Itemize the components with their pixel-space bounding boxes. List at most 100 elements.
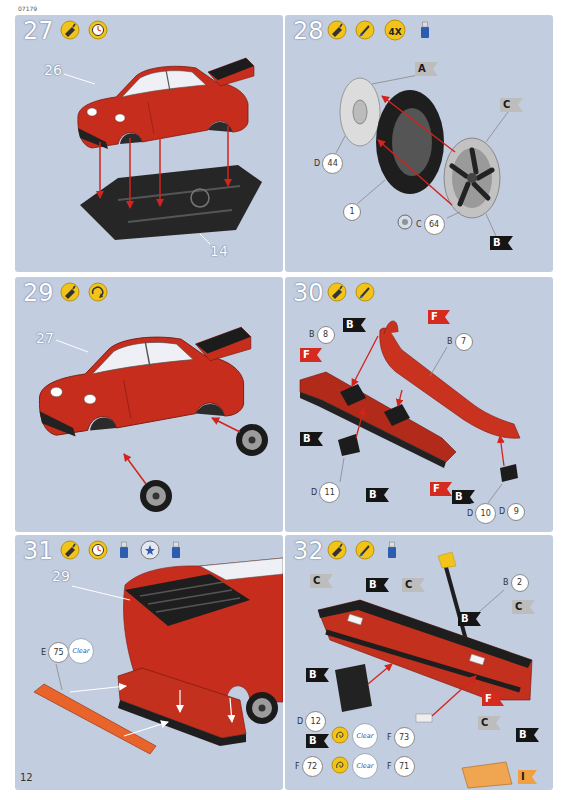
part-number: F71 (386, 756, 416, 777)
part-circle: 72 (302, 756, 323, 777)
tree-letter: F (295, 762, 300, 772)
flag-shape (518, 770, 537, 784)
part-circle: 8 (317, 326, 335, 344)
part-tree-flag: B (343, 318, 366, 332)
part-number: B8 (308, 326, 336, 344)
part-circle: 44 (322, 153, 343, 174)
tree-letter: D (311, 488, 317, 498)
part-tree-flag: B (366, 578, 389, 592)
flag-shape (478, 716, 501, 730)
part-tree-flag: B (306, 668, 329, 682)
part-tree-flag: C (478, 716, 501, 730)
tree-letter: B (490, 236, 513, 250)
flag-shape (518, 770, 537, 784)
flag-shape (306, 734, 329, 748)
flag-shape (300, 432, 323, 446)
part-tree-flag: C (402, 578, 425, 592)
flag-shape (490, 236, 513, 250)
part-number: D12 (296, 711, 327, 732)
flag-shape (366, 578, 389, 592)
part-circle: 1 (343, 203, 361, 221)
part-tree-flag: F (430, 482, 452, 496)
tree-letter: B (366, 578, 389, 592)
tree-letter: B (516, 728, 539, 742)
part-number: F72 (294, 756, 324, 777)
tree-letter: B (452, 490, 475, 504)
part-number: D9 (498, 503, 526, 521)
part-tree-flag: A (415, 62, 438, 76)
tree-letter: F (428, 310, 450, 324)
flag-shape (402, 578, 425, 592)
part-tree-flag: C (512, 600, 535, 614)
tree-letter: F (387, 733, 392, 743)
tree-letter: F (300, 348, 322, 362)
flag-shape (512, 600, 535, 614)
part-circle: 10 (475, 503, 496, 524)
tree-letter: B (309, 330, 315, 340)
tree-letter: C (402, 578, 425, 592)
part-tree-flag: B (306, 734, 329, 748)
part-number: B7 (446, 333, 474, 351)
part-number: D10 (466, 503, 497, 524)
step-panel: 30B8BFFB7BD11BFBD10D9 (285, 277, 553, 532)
part-tree-flag: F (482, 692, 504, 706)
flag-shape (516, 728, 539, 742)
part-number: 1 (342, 203, 362, 221)
part-tree-flag: C (310, 574, 333, 588)
flag-shape (452, 490, 475, 504)
flag-shape (310, 574, 333, 588)
tree-letter: B (306, 734, 329, 748)
clear-circle: Clear (352, 723, 378, 749)
callout-number: 07179 (18, 5, 37, 12)
tree-letter: C (500, 98, 523, 112)
tree-letter: E (41, 648, 46, 658)
part-number: E75 (40, 642, 70, 663)
tree-letter: C (512, 600, 535, 614)
tree-letter: B (300, 432, 323, 446)
part-tree-flag: B (458, 612, 481, 626)
part-tree-flag: B (366, 488, 389, 502)
tree-letter: C (310, 574, 333, 588)
part-number: D11 (310, 482, 341, 503)
part-circle: 12 (305, 711, 326, 732)
flag-shape (500, 98, 523, 112)
callout-number: 29 (52, 568, 70, 584)
step-panel: 29 (15, 277, 283, 532)
tree-letter: B (503, 578, 509, 588)
part-tree-flag: B (516, 728, 539, 742)
tree-letter: C (478, 716, 501, 730)
callout-number: 14 (210, 243, 228, 259)
clear-circle: Clear (68, 638, 94, 664)
tree-letter: D (297, 717, 303, 727)
step-number: 31 (15, 535, 62, 567)
callout-number: 26 (44, 62, 62, 78)
flag-shape (306, 668, 329, 682)
flag-shape (428, 310, 450, 324)
flag-shape (482, 692, 504, 706)
part-tree-flag: I (518, 770, 537, 784)
tree-letter: I (518, 770, 537, 784)
tree-letter: C (416, 220, 422, 230)
part-number: C64 (415, 214, 446, 235)
step-art (15, 277, 283, 532)
flag-shape (366, 488, 389, 502)
part-tree-flag: F (428, 310, 450, 324)
part-tree-flag: B (300, 432, 323, 446)
tree-letter: A (415, 62, 438, 76)
part-circle: 71 (394, 756, 415, 777)
part-circle: 2 (511, 574, 529, 592)
part-number: D44 (313, 153, 344, 174)
tree-letter: D (314, 159, 320, 169)
step-panel: 32CBCB2CBBD12BClearF73CFBF72ClearF71I (285, 535, 553, 790)
part-circle: 64 (424, 214, 445, 235)
part-tree-flag: B (490, 236, 513, 250)
step-number: 32 (285, 535, 332, 567)
callout-number: 12 (20, 772, 33, 783)
tree-letter: B (343, 318, 366, 332)
tree-letter: F (482, 692, 504, 706)
flag-shape (343, 318, 366, 332)
step-number: 29 (15, 277, 62, 309)
step-panel: 27 (15, 15, 283, 272)
flag-shape (458, 612, 481, 626)
